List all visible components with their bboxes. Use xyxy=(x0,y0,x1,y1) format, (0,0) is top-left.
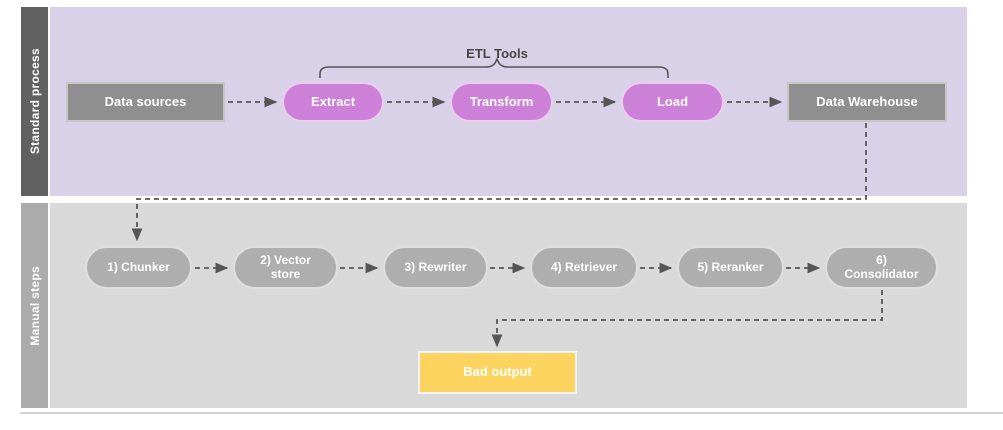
node-data-warehouse: Data Warehouse xyxy=(787,82,947,122)
node-transform: Transform xyxy=(450,82,553,122)
node-consolidator: 6) Consolidator xyxy=(825,246,938,289)
lane-standard-bar: Standard process xyxy=(21,7,48,196)
lane-manual-label: Manual steps xyxy=(27,265,42,346)
node-retriever: 4) Retriever xyxy=(530,246,638,289)
bottom-divider xyxy=(20,412,1003,414)
node-chunker: 1) Chunker xyxy=(85,246,192,289)
node-load: Load xyxy=(621,82,724,122)
node-data-sources: Data sources xyxy=(66,82,225,122)
node-reranker: 5) Reranker xyxy=(677,246,784,289)
node-extract: Extract xyxy=(282,82,384,122)
lane-manual-bar: Manual steps xyxy=(21,203,48,408)
node-bad-output: Bad output xyxy=(418,351,577,394)
etl-tools-label: ETL Tools xyxy=(466,46,528,61)
node-vector-store: 2) Vector store xyxy=(233,246,338,289)
node-rewriter: 3) Rewriter xyxy=(383,246,488,289)
lane-standard-label: Standard process xyxy=(27,48,42,155)
